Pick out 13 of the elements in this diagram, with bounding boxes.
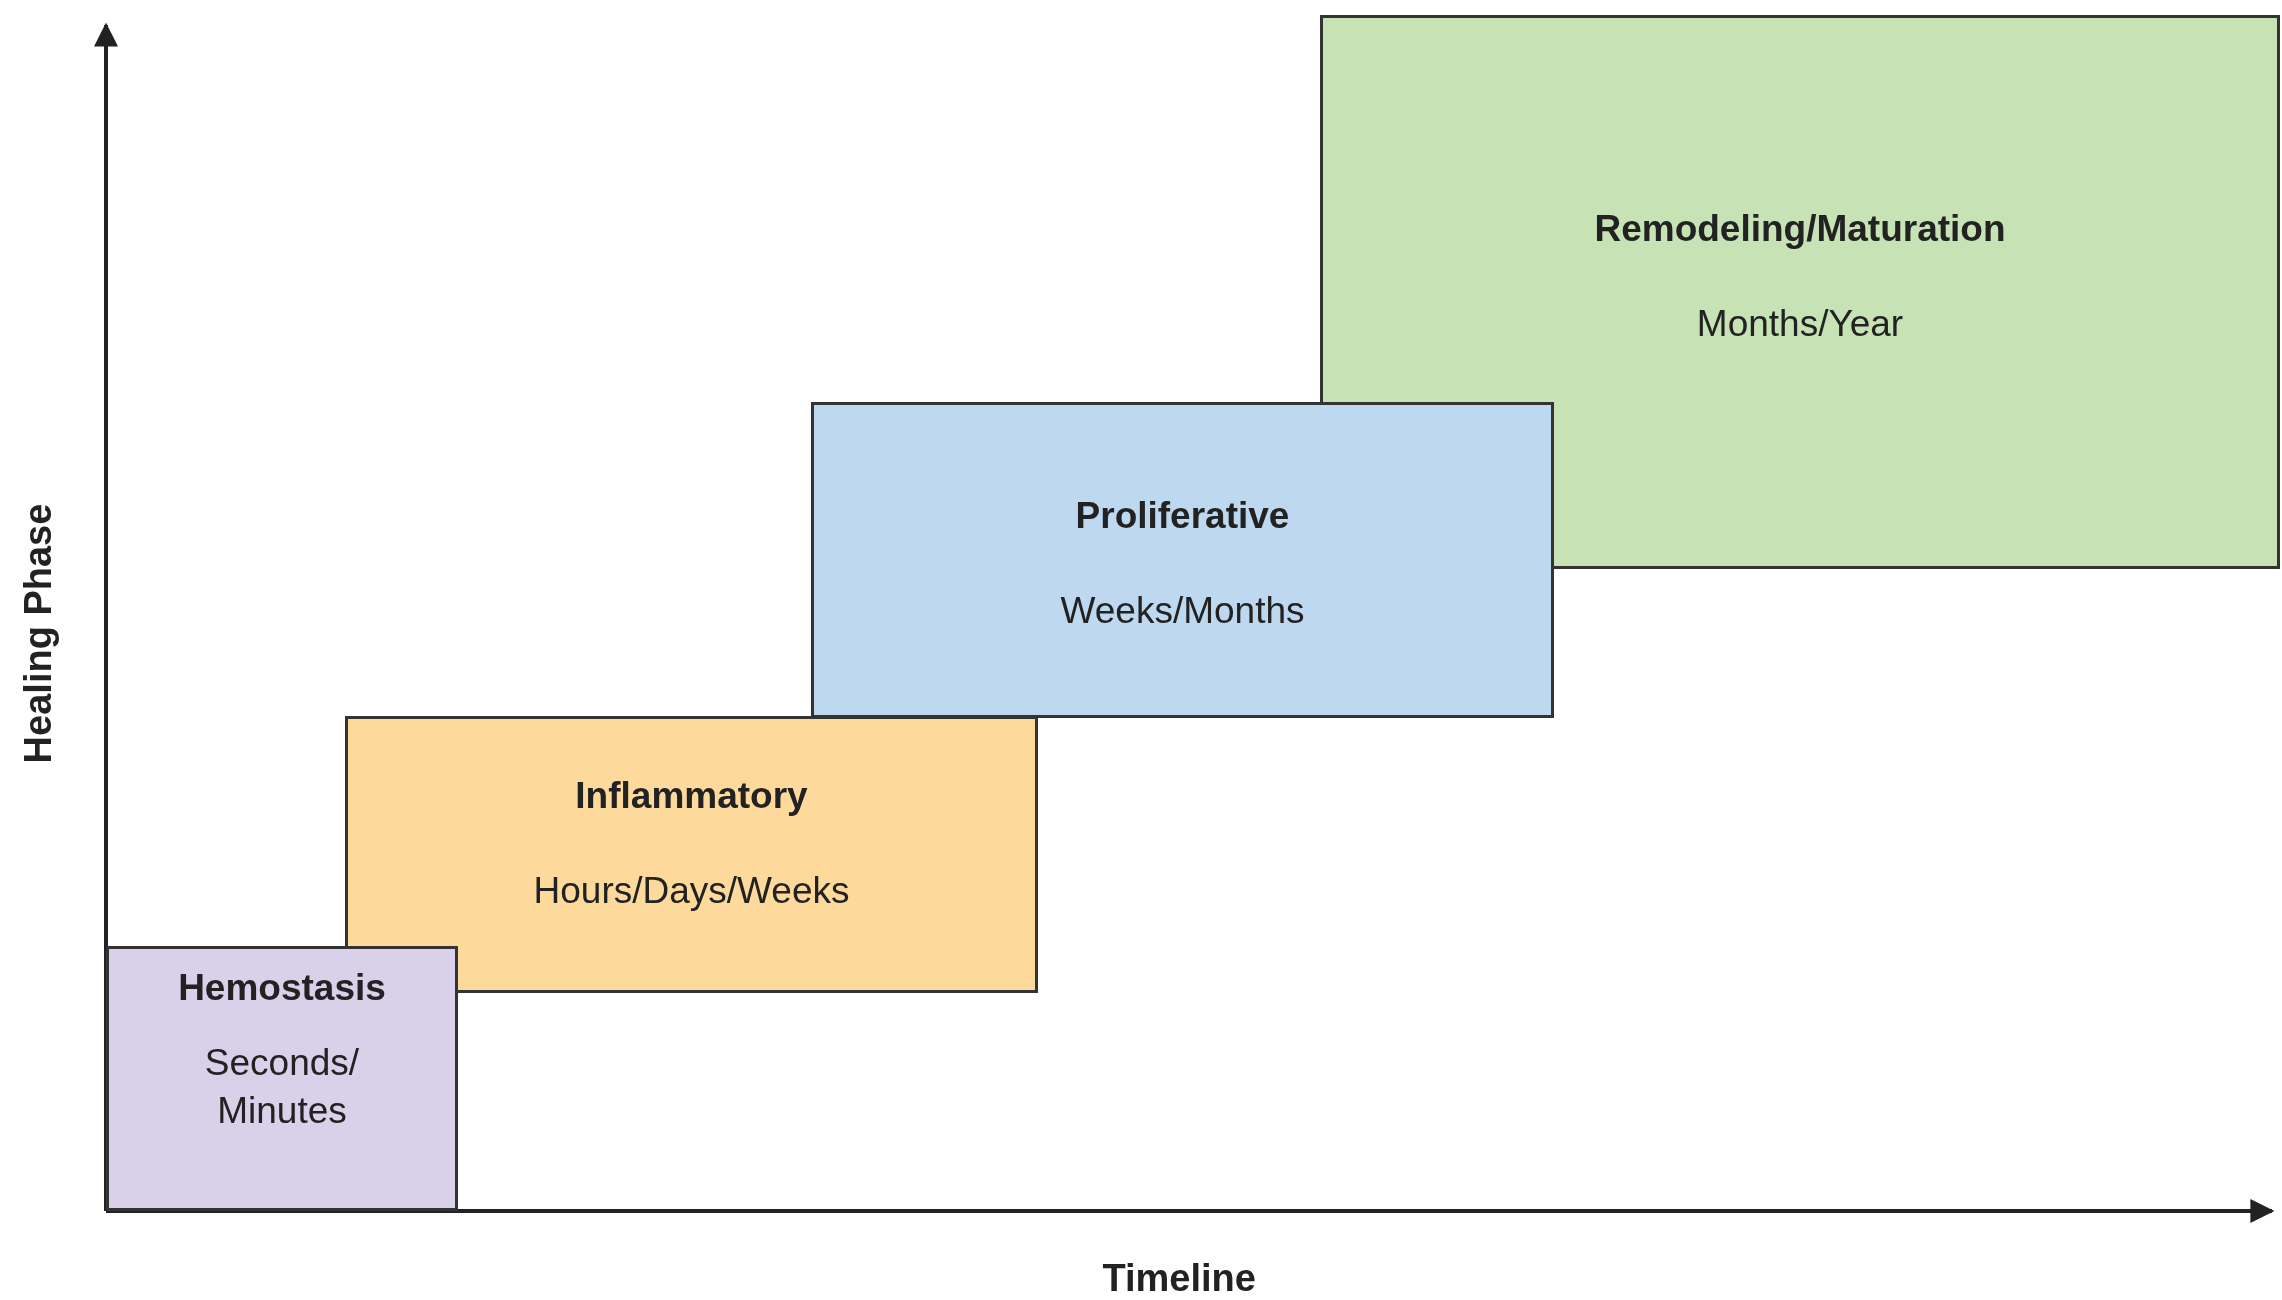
- axis-label: Timeline: [1102, 1256, 1256, 1300]
- phase-title: Inflammatory: [575, 775, 808, 817]
- phase-title: Hemostasis: [178, 967, 386, 1009]
- phase-duration: Weeks/Months: [1060, 589, 1305, 633]
- phase-title: Remodeling/Maturation: [1594, 208, 2006, 250]
- axis-label: Healing Phase: [17, 503, 61, 763]
- phase-title: Proliferative: [1075, 495, 1290, 537]
- phase-duration: Months/Year: [1696, 302, 1904, 346]
- phase-box: [1320, 15, 2280, 569]
- phase-box: [106, 946, 458, 1211]
- phase-box: [811, 402, 1554, 718]
- phase-duration: Seconds/ Minutes: [203, 1041, 361, 1134]
- phase-duration: Hours/Days/Weeks: [533, 869, 850, 913]
